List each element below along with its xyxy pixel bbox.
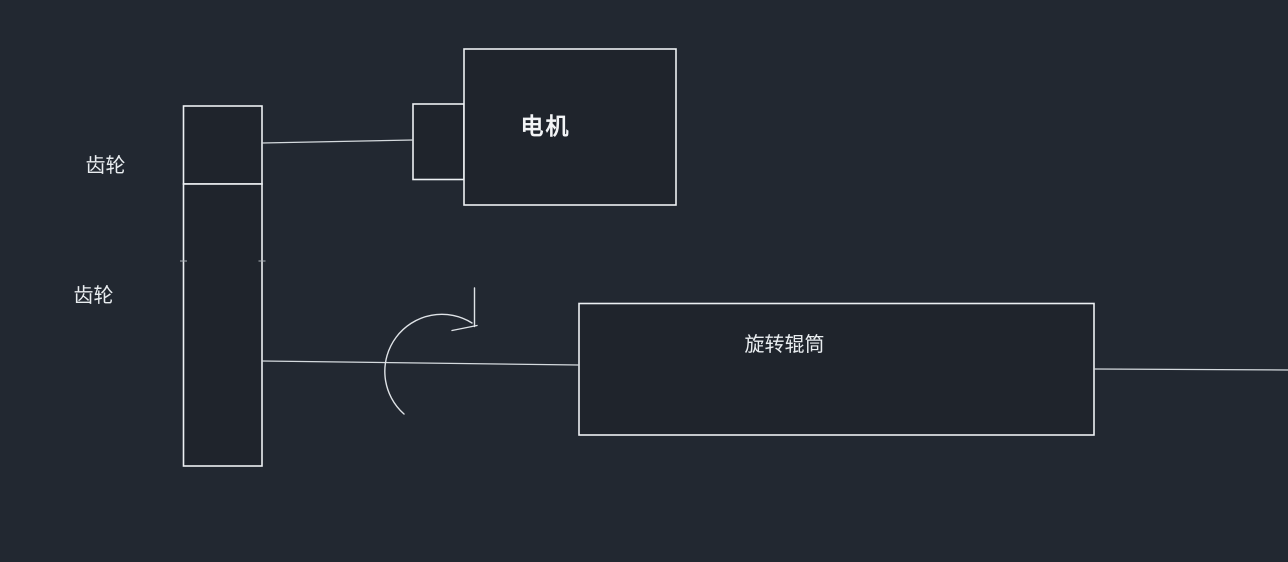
gear-top-label: 齿轮 [86,153,126,177]
roller-label: 旋转辊筒 [745,332,825,356]
gear-to-motor-shaft-line[interactable] [261,139,414,144]
gear-bottom-rect[interactable] [182,183,263,467]
rotation-arrow-arc[interactable] [384,313,473,415]
rotation-arrowhead-barb-stroke [451,324,478,332]
roller-output-shaft-line[interactable] [1093,368,1288,371]
motor-label: 电机 [521,114,571,140]
motor-rect[interactable] [463,48,677,206]
gear-bottom-label: 齿轮 [74,283,114,307]
roller-rect[interactable] [578,302,1095,436]
gear-top-rect[interactable] [182,105,263,185]
gear-to-roller-shaft-line[interactable] [261,360,580,366]
coupling-rect[interactable] [412,103,465,181]
